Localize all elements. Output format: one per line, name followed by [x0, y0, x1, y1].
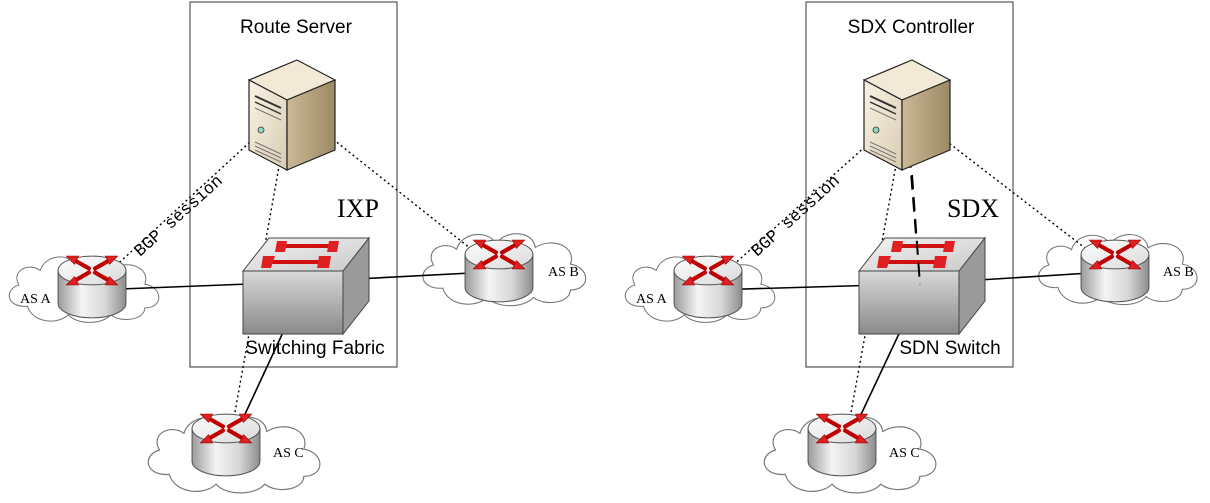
control-link-overlay — [911, 174, 921, 286]
router-as-b-icon — [465, 240, 533, 302]
sdx-controller-icon — [863, 59, 951, 171]
sdn-switch-icon — [857, 236, 987, 336]
bgp-session-as-a — [94, 104, 291, 286]
bgp-session-as-a — [710, 109, 907, 286]
sdx-controller-label: SDX Controller — [848, 17, 975, 38]
as-b-label: AS B — [548, 265, 579, 280]
router-as-c-icon — [808, 414, 876, 476]
sdx-label: SDX — [947, 194, 999, 223]
switching-fabric-icon — [241, 236, 371, 336]
bgp-session-as-b — [289, 104, 496, 269]
router-as-b-icon — [1081, 240, 1149, 302]
router-as-a-icon — [674, 256, 742, 318]
route-server-icon — [248, 59, 336, 171]
sdn-switch-label: SDN Switch — [899, 338, 1000, 359]
router-as-a-icon — [58, 256, 126, 318]
bgp-session-as-b — [905, 109, 1112, 269]
bgp-session-label: BGP session — [748, 172, 844, 261]
switching-fabric-label: Switching Fabric — [245, 338, 384, 359]
bgp-session-label: BGP session — [131, 172, 227, 261]
as-c-label: AS C — [273, 446, 304, 461]
as-b-label: AS B — [1163, 265, 1194, 280]
as-a-label: AS A — [636, 292, 668, 307]
as-a-label: AS A — [20, 292, 52, 307]
route-server-label: Route Server — [240, 17, 353, 38]
router-as-c-icon — [192, 414, 260, 476]
ixp-boundary-box — [189, 1, 398, 368]
right-diagram: SDX Controller SDX SDN Switch BGP sessio… — [624, 1, 1198, 494]
sdx-boundary-box — [805, 1, 1014, 368]
as-c-label: AS C — [889, 446, 920, 461]
ixp-label: IXP — [337, 194, 379, 223]
left-diagram: Route Server IXP Switching Fabric BGP se… — [8, 1, 587, 494]
